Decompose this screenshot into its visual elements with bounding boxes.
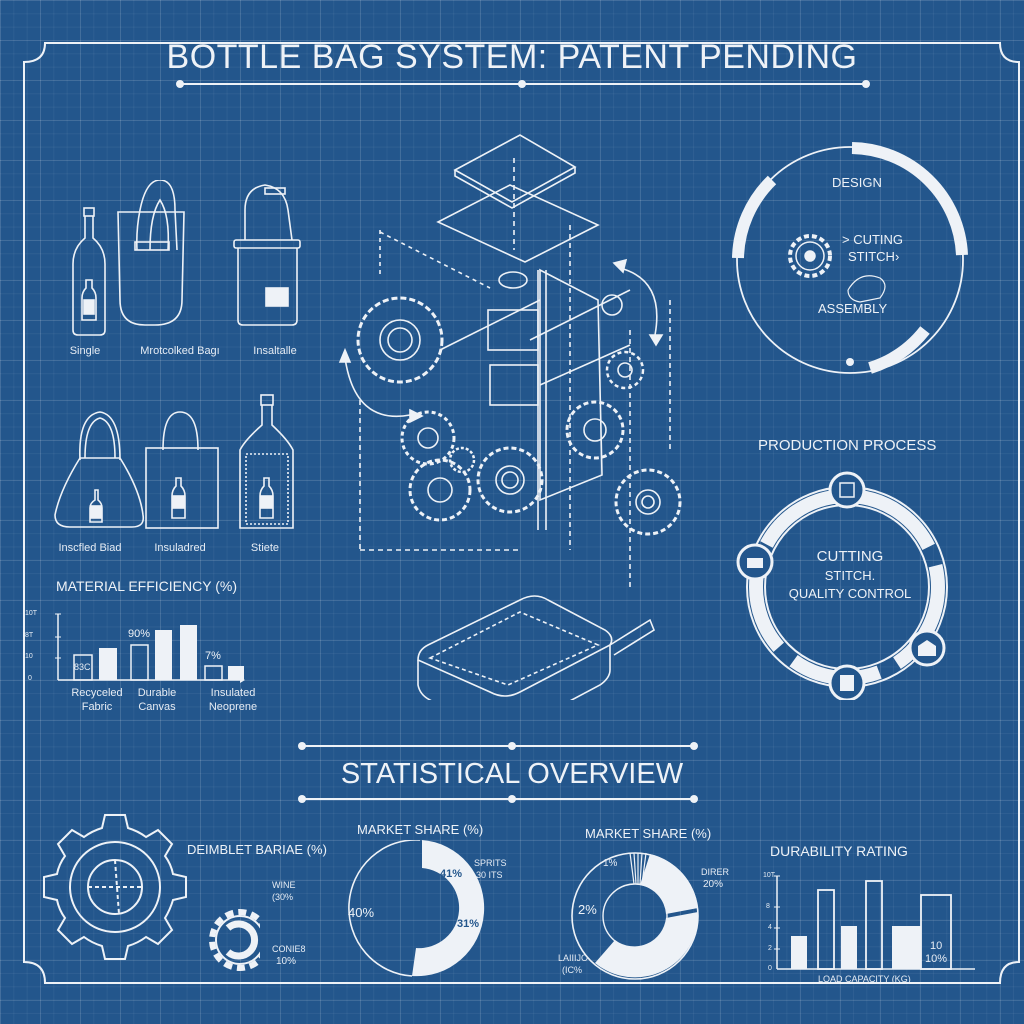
market-share-1-title: MARKET SHARE (%)	[357, 822, 484, 837]
stitch-label: STITCH›	[848, 249, 900, 264]
base-tray	[417, 645, 611, 700]
material-cat-2-line2: Canvas	[138, 701, 176, 713]
material-ytick-3: 0	[28, 675, 32, 682]
assembly-label: ASSEMBLY	[818, 301, 888, 316]
material-cat-1-line2: Fabric	[81, 701, 113, 713]
market-share-1-top-value: 41%	[440, 868, 463, 880]
market-share-1-lower-value: 31%	[457, 918, 480, 930]
product-label-insulated-tote: Insuladred	[154, 542, 206, 554]
production-step-1: CUTTING	[816, 548, 884, 565]
warehouse-step-icon	[908, 629, 946, 667]
production-title: PRODUCTION PROCESS	[758, 437, 937, 454]
page-title: BOTTLE BAG SYSTEM: PATENT PENDING	[166, 38, 858, 76]
product-label-sleeve: Stiete	[250, 542, 280, 554]
gear-icon	[476, 446, 544, 514]
product-label-insulated: Insaltalle	[253, 345, 297, 357]
durability-ytick-3: 2	[768, 945, 772, 952]
production-step-2: STITCH.	[824, 568, 876, 583]
market-share-1-legend-2: 30 ITS	[476, 870, 503, 880]
product-icons-row-2	[54, 394, 294, 529]
durability-annotation-2: 10%	[925, 953, 948, 965]
material-chart-title: MATERIAL EFFICIENCY (%)	[56, 578, 237, 594]
market-share-1-left-value: 40%	[348, 905, 375, 920]
market-share-2-right-value: 20%	[703, 879, 724, 890]
durability-chart	[774, 875, 975, 970]
lower-plate	[436, 184, 600, 263]
market-share-1-legend-1: SPRITS	[474, 858, 507, 868]
durability-ytick-0: 10T	[763, 872, 776, 879]
material-cat-1-line1: Recyceled	[71, 687, 123, 699]
packaging-step-icon	[828, 664, 866, 700]
material-bar-label-3: 7%	[205, 650, 221, 662]
insulated-cooler-icon	[233, 184, 301, 326]
gear-icon	[400, 410, 456, 466]
product-label-sling: Inscfled Biad	[58, 542, 122, 554]
gear-stat-other-label: CONIE8	[272, 944, 306, 954]
durability-ytick-4: 0	[768, 965, 772, 972]
materials-step-icon	[736, 543, 774, 581]
market-share-2-left-value: 2%	[578, 902, 597, 917]
production-cycle-ring	[736, 471, 948, 700]
product-label-tote: Mrotcolked Bagı	[140, 345, 220, 357]
material-ytick-1: 8T	[25, 632, 34, 639]
scissors-sketch-icon	[847, 275, 886, 303]
bag-step-icon	[828, 471, 866, 509]
section-title-statistical-overview: STATISTICAL OVERVIEW	[340, 758, 684, 790]
material-cat-3-line1: Insulated	[210, 687, 256, 699]
wine-bottle-icon	[72, 207, 106, 336]
production-step-3: QUALITY CONTROL	[788, 586, 912, 601]
durability-ytick-2: 4	[768, 924, 772, 931]
small-gear-icon	[209, 909, 260, 971]
market-share-1-donut	[348, 840, 485, 977]
insulated-tote-icon	[145, 411, 219, 529]
large-gear-icon	[43, 814, 187, 960]
material-ytick-0: 10T	[25, 610, 38, 617]
design-label: DESIGN	[832, 175, 882, 190]
product-label-single: Single	[69, 345, 101, 357]
gear-stat-title: DEIMBLET BARIAE (%)	[187, 842, 327, 857]
gear-icon	[356, 296, 444, 384]
bottle-sleeve-icon	[239, 394, 294, 529]
durability-ytick-1: 8	[766, 903, 770, 910]
durability-xlabel: LOAD CAPACITY (KG)	[818, 974, 911, 984]
gear-icon	[788, 234, 832, 278]
gear-icon	[408, 458, 472, 522]
product-icons-row-1	[72, 180, 301, 336]
design-cycle-ring	[732, 142, 968, 374]
material-bar-label-1: 83C	[74, 662, 91, 672]
gear-stat-wine-value: (30%	[272, 892, 294, 902]
top-lid-plate	[453, 134, 577, 203]
gear-icon	[614, 468, 682, 536]
gear-icon	[605, 350, 645, 390]
cutting-label: > CUTING	[842, 232, 904, 247]
material-ytick-2: 10	[25, 653, 33, 660]
tote-bag-icon	[117, 180, 185, 326]
market-share-2-right-label: DIRER	[701, 867, 730, 877]
gear-stat-chart	[43, 814, 260, 971]
bottle-bag-machine-diagram	[338, 134, 682, 700]
material-bar-label-2: 90%	[128, 628, 151, 640]
material-efficiency-chart	[55, 613, 245, 683]
sling-bag-icon	[54, 411, 145, 528]
durability-annotation-1: 10	[930, 940, 943, 952]
durability-title: DURABILITY RATING	[770, 843, 908, 859]
market-share-2-bottom-value: (IC%	[562, 965, 582, 975]
material-cat-3-line2: Neoprene	[208, 701, 258, 713]
gear-icon	[565, 400, 625, 460]
market-share-2-bottom-label: LAIIIJO	[558, 953, 589, 963]
gear-stat-wine-label: WINE	[272, 880, 296, 890]
market-share-2-top-value: 1%	[603, 858, 618, 869]
material-cat-2-line1: Durable	[137, 687, 177, 699]
gear-stat-other-value: 10%	[276, 956, 297, 967]
market-share-2-donut	[571, 852, 699, 980]
market-share-2-title: MARKET SHARE (%)	[585, 826, 712, 841]
gear-icon	[448, 446, 476, 474]
